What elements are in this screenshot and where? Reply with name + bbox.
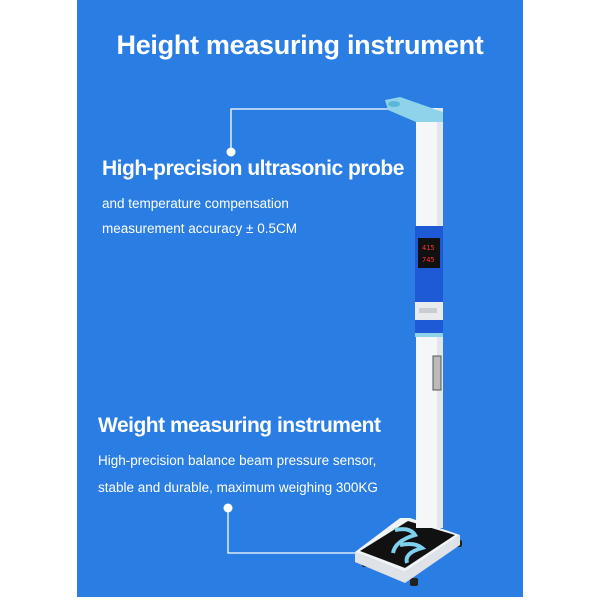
product-banner: Height measuring instrument High-precisi… [77, 0, 523, 597]
svg-text:745: 745 [422, 256, 435, 264]
height-heading: High-precision ultrasonic probe [102, 157, 404, 180]
height-desc-1: and temperature compensation [102, 196, 289, 211]
weight-heading: Weight measuring instrument [98, 414, 381, 437]
page-title: Height measuring instrument [116, 30, 484, 60]
callout-lines [227, 108, 395, 554]
callout-dot [226, 147, 236, 157]
scale-base-icon [355, 518, 462, 586]
weight-desc-2: stable and durable, maximum weighing 300… [98, 480, 378, 495]
measuring-pole-icon: 415 745 [385, 97, 443, 528]
weight-desc-1: High-precision balance beam pressure sen… [98, 453, 377, 468]
callout-dot [223, 503, 233, 513]
height-desc-2: measurement accuracy ± 0.5CM [102, 221, 297, 236]
svg-text:415: 415 [422, 244, 435, 252]
